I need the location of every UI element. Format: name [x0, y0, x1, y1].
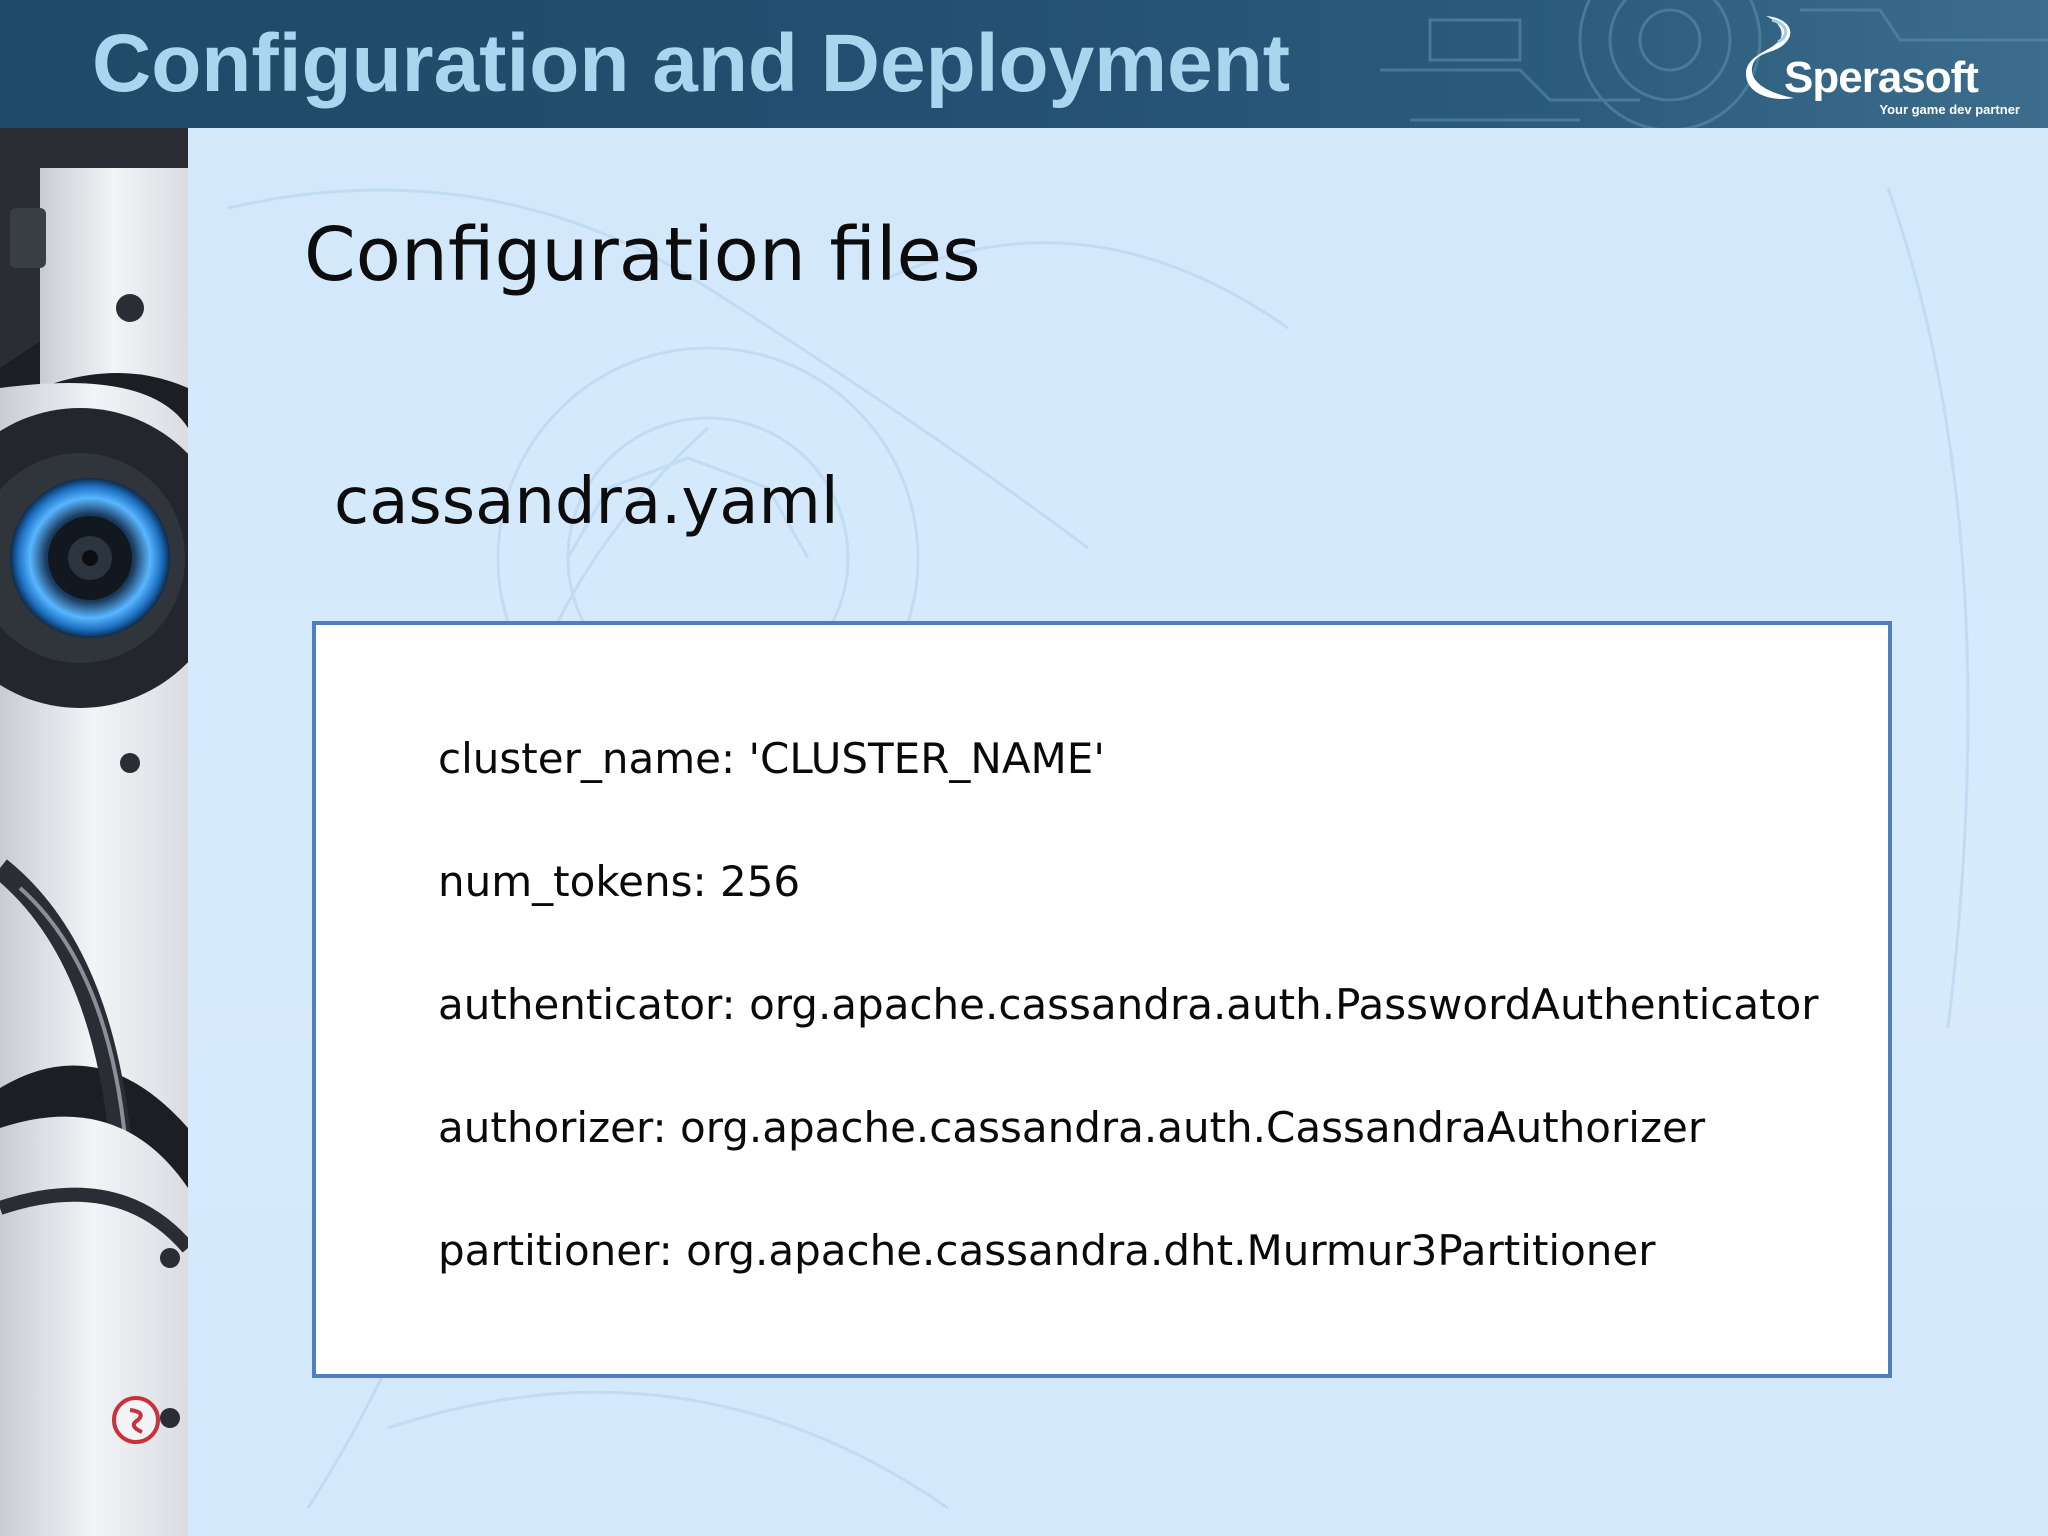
slide-heading: Configuration files [304, 212, 981, 298]
config-line-partitioner: partitioner: org.apache.cassandra.dht.Mu… [438, 1226, 1656, 1275]
header-bar: Configuration and Deployment Sperasoft Y… [0, 0, 2048, 128]
config-line-num-tokens: num_tokens: 256 [438, 857, 801, 906]
sperasoft-badge-icon [112, 1396, 160, 1444]
presentation-title: Configuration and Deployment [92, 18, 1291, 109]
config-line-authorizer: authorizer: org.apache.cassandra.auth.Ca… [438, 1103, 1706, 1152]
header-circuit-decoration [1380, 0, 2048, 128]
robot-image [0, 128, 188, 1536]
config-line-cluster-name: cluster_name: 'CLUSTER_NAME' [438, 734, 1105, 783]
logo-wordmark: Sperasoft [1784, 53, 1979, 102]
sperasoft-logo-icon [1746, 16, 1794, 99]
sperasoft-logo: Sperasoft Your game dev partner [1742, 12, 2028, 120]
config-line-authenticator: authenticator: org.apache.cassandra.auth… [438, 980, 1819, 1029]
logo-tagline: Your game dev partner [1879, 102, 2020, 117]
config-file-name: cassandra.yaml [334, 465, 839, 539]
config-file-box: cluster_name: 'CLUSTER_NAME' num_tokens:… [312, 621, 1892, 1378]
